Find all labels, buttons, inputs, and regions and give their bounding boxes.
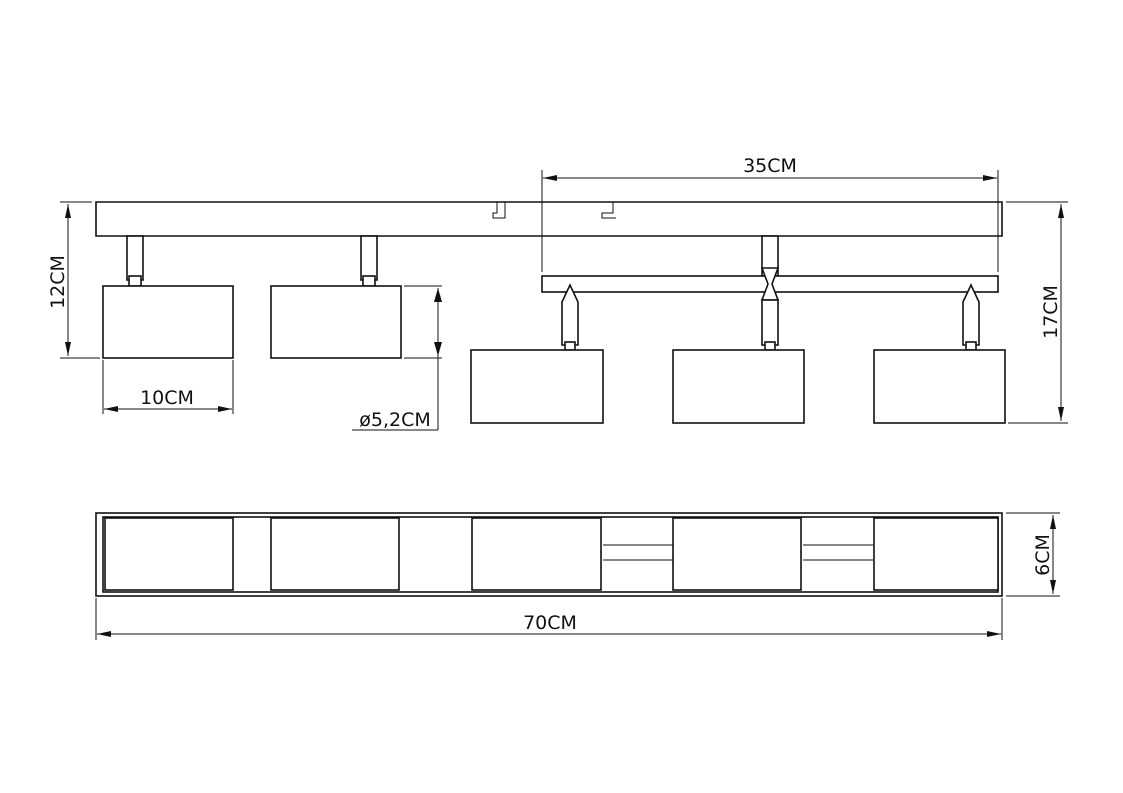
spot-head-5 — [873, 283, 1006, 424]
spot-head-1 — [102, 235, 234, 359]
dimension-label: 70CM — [523, 612, 577, 634]
dimension-label: ø5,2CM — [359, 409, 431, 431]
dimension-35cm: 35CM — [541, 155, 999, 272]
dimension-label: 35CM — [743, 155, 797, 177]
front-view: 12CM 10CM ø5,2CM 35CM — [47, 155, 1068, 431]
top-view: 70CM 6CM — [95, 512, 1060, 640]
dimension-6cm: 6CM — [1006, 512, 1060, 597]
dimension-label: 12CM — [47, 255, 69, 309]
spot-head-3 — [470, 283, 604, 424]
dimension-label: 10CM — [140, 387, 194, 409]
spot-head-top-4 — [672, 517, 802, 591]
spot-head-4 — [672, 299, 805, 424]
sub-bar — [541, 235, 999, 301]
dimension-diameter: ø5,2CM — [352, 285, 442, 431]
ceiling-bar — [95, 201, 1003, 237]
dimension-12cm: 12CM — [47, 201, 100, 359]
dimension-label: 17CM — [1040, 285, 1062, 339]
dimension-17cm: 17CM — [1006, 201, 1068, 424]
spot-head-top-2 — [270, 517, 400, 591]
spot-head-top-3 — [471, 517, 602, 591]
dimension-10cm: 10CM — [102, 360, 234, 414]
dimension-70cm: 70CM — [95, 598, 1003, 640]
spot-head-2 — [270, 235, 402, 359]
spot-head-top-1 — [104, 517, 234, 591]
dimension-label: 6CM — [1032, 534, 1054, 576]
spot-head-top-5 — [873, 517, 999, 591]
